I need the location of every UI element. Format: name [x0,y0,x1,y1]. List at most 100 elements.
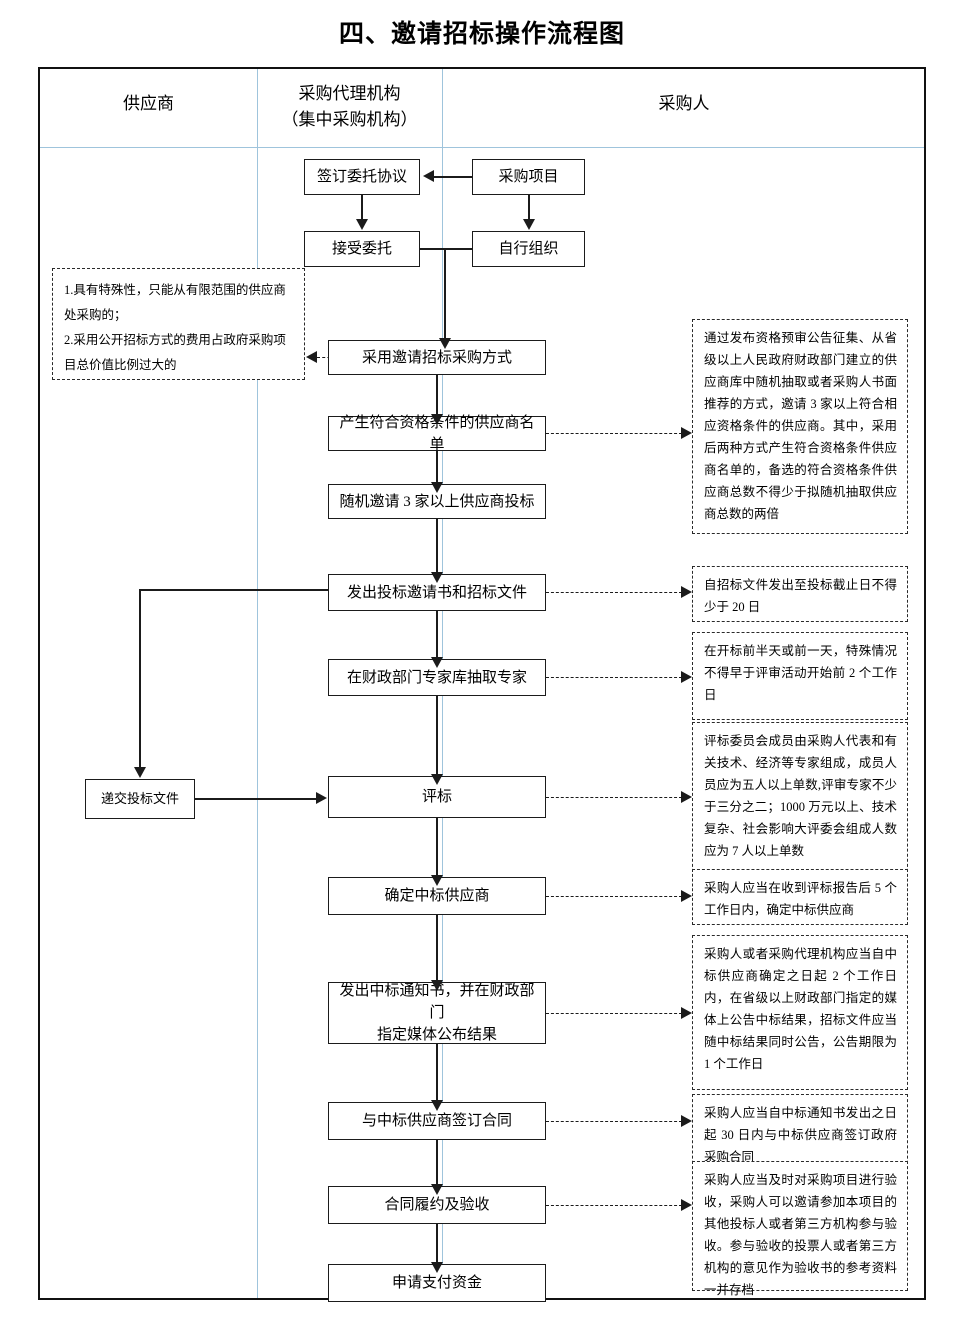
lane-header-purchaser: 采购人 [442,91,926,117]
dconn-acceptance-to-rule [546,1205,682,1206]
note-sign-contract-rule: 采购人应当自中标通知书发出之日起 30 日内与中标供应商签订政府采购合同 [692,1094,908,1174]
arrowhead-experts-to-evaluation [431,774,443,785]
dconn-issue-to-deadline [546,592,682,593]
arrowhead-project-to-self [523,219,535,230]
node-invite-three-suppliers-label: 随机邀请 3 家以上供应商投标 [339,493,535,510]
conn-issue-to-experts [436,611,438,659]
arrowhead-evaluation-to-winner [431,875,443,886]
node-self-organize[interactable]: 自行组织 [472,231,585,267]
node-issue-award-notice-line2: 指定媒体公布结果 [376,1027,497,1043]
lane-header-purchaser-label: 采购人 [658,94,710,113]
arrowhead-winner-to-notice [431,980,443,991]
arrowhead-evaluation-to-rule [681,791,692,803]
lane-header-agency-line2: （集中采购机构） [281,110,418,129]
arrowhead-invited-to-conditions [306,351,317,363]
arrowhead-winner-to-rule [681,890,692,902]
arrowhead-merge-to-invited [439,338,451,349]
conn-experts-to-evaluation [436,696,438,776]
node-contract-performance-label: 合同履约及验收 [384,1197,490,1213]
arrowhead-notice-to-contract [431,1100,443,1111]
note-sign-contract-rule-text: 采购人应当自中标通知书发出之日起 30 日内与中标供应商签订政府采购合同 [704,1106,897,1164]
note-conditions-line1: 1.具有特殊性，只能从有限范围的供应商 [64,283,286,297]
note-evaluation-committee-rule: 评标委员会成员由采购人代表和有关技术、经济等专家组成，成员人员应为五人以上单数,… [692,722,908,877]
conn-evaluation-to-winner [436,818,438,877]
conn-submit-to-evaluation [195,798,317,800]
dconn-evaluation-to-rule [546,797,682,798]
lane-divider-1 [257,69,258,1298]
note-determine-winner-rule: 采购人应当在收到评标报告后 5 个工作日内，确定中标供应商 [692,869,908,925]
note-determine-winner-rule-text: 采购人应当在收到评标报告后 5 个工作日内，确定中标供应商 [704,881,897,917]
arrowhead-list-to-rule [681,427,692,439]
lane-header-supplier: 供应商 [40,91,257,117]
note-conditions-line4: 目总价值比例过大的 [64,358,177,372]
page-title: 四、邀请招标操作流程图 [338,21,625,48]
dconn-contract-to-rule [546,1121,682,1122]
note-acceptance-rule: 采购人应当及时对采购项目进行验收，采购人可以邀请参加本项目的其他投标人或者第三方… [692,1161,908,1297]
lane-header-agency-line1: 采购代理机构 [298,84,401,103]
arrowhead-list-to-invite3 [431,482,443,493]
node-invite-three-suppliers[interactable]: 随机邀请 3 家以上供应商投标 [328,484,546,519]
conn-invite3-to-issue [436,519,438,574]
conn-invited-to-list [436,375,438,416]
note-supplier-list-rule-text: 通过发布资格预审公告征集、从省级以上人民政府财政部门建立的供应商库中随机抽取或者… [704,331,897,521]
arrowhead-invite3-to-issue [431,572,443,583]
node-draw-experts-label: 在财政部门专家库抽取专家 [346,669,527,686]
arrowhead-project-to-sign [423,170,434,182]
node-procurement-project-label: 采购项目 [498,169,559,185]
note-evaluation-committee-rule-text: 评标委员会成员由采购人代表和有关技术、经济等专家组成，成员人员应为五人以上单数,… [704,734,897,858]
conn-project-to-self [528,195,530,220]
node-procurement-project[interactable]: 采购项目 [472,159,585,195]
note-announce-result-rule: 采购人或者采购代理机构应当自中标供应商确定之日起 2 个工作日内，在省级以上财政… [692,935,908,1090]
conn-project-to-sign [434,176,472,178]
arrowhead-acceptance-to-rule [681,1199,692,1211]
node-submit-bid-docs[interactable]: 递交投标文件 [85,779,195,819]
lane-header-supplier-label: 供应商 [123,94,174,113]
arrowhead-contract-to-acceptance [431,1184,443,1195]
node-bid-evaluation-label: 评标 [421,789,452,805]
arrowhead-invited-to-list [431,414,443,425]
dconn-winner-to-rule [546,896,682,897]
node-sign-entrust[interactable]: 签订委托协议 [304,159,420,195]
flowchart-frame: 供应商 采购代理机构 （集中采购机构） 采购人 签订委托协议 采购项目 接受委托… [38,67,926,1302]
note-bid-deadline-rule: 自招标文件发出至投标截止日不得少于 20 日 [692,566,908,622]
node-issue-award-notice-line1: 发出中标通知书，并在财政部门 [339,983,535,1021]
node-apply-payment-label: 申请支付资金 [391,1275,482,1291]
dconn-experts-to-rule [546,677,682,678]
node-adopt-invited-bidding-label: 采用邀请招标采购方式 [361,349,512,366]
conn-notice-to-contract [436,1044,438,1102]
arrowhead-issue-to-experts [431,657,443,668]
node-issue-award-notice[interactable]: 发出中标通知书，并在财政部门 指定媒体公布结果 [328,982,546,1044]
lane-header-agency: 采购代理机构 （集中采购机构） [257,81,442,133]
conn-winner-to-notice [436,915,438,982]
dconn-notice-to-rule [546,1013,682,1014]
node-submit-bid-docs-label: 递交投标文件 [100,791,179,806]
note-bid-deadline-rule-text: 自招标文件发出至投标截止日不得少于 20 日 [704,578,897,614]
conn-merge-bar [420,248,472,250]
arrowhead-experts-to-rule [681,671,692,683]
note-invited-bidding-conditions: 1.具有特殊性，只能从有限范围的供应商 处采购的； 2.采用公开招标方式的费用占… [52,268,305,380]
note-expert-draw-rule-text: 在开标前半天或前一天，特殊情况不得早于评审活动开始前 2 个工作日 [704,644,897,702]
arrowhead-contract-to-rule [681,1115,692,1127]
conn-issue-to-submit-h [139,589,328,591]
dconn-list-to-rule [546,433,682,434]
note-supplier-list-rule: 通过发布资格预审公告征集、从省级以上人民政府财政部门建立的供应商库中随机抽取或者… [692,319,908,534]
node-determine-winner-label: 确定中标供应商 [384,888,490,904]
note-announce-result-rule-text: 采购人或者采购代理机构应当自中标供应商确定之日起 2 个工作日内，在省级以上财政… [704,947,897,1071]
node-adopt-invited-bidding[interactable]: 采用邀请招标采购方式 [328,340,546,375]
conn-issue-to-submit-v [139,589,141,769]
conn-list-to-invite3 [436,451,438,484]
conn-contract-to-acceptance [436,1140,438,1186]
arrowhead-sign-to-accept [356,219,368,230]
conn-merge-down [444,248,446,339]
node-accept-entrust[interactable]: 接受委托 [304,231,420,267]
conn-sign-to-accept [361,195,363,220]
arrowhead-issue-to-submit [134,767,146,778]
note-expert-draw-rule: 在开标前半天或前一天，特殊情况不得早于评审活动开始前 2 个工作日 [692,632,908,720]
node-sign-contract-label: 与中标供应商签订合同 [361,1113,512,1129]
note-acceptance-rule-text: 采购人应当及时对采购项目进行验收，采购人可以邀请参加本项目的其他投标人或者第三方… [704,1173,897,1297]
node-accept-entrust-label: 接受委托 [331,241,392,257]
arrowhead-submit-to-evaluation [316,792,327,804]
note-conditions-line3: 2.采用公开招标方式的费用占政府采购项 [64,333,286,347]
lane-header-divider [40,147,924,148]
note-conditions-line2: 处采购的； [64,308,127,322]
